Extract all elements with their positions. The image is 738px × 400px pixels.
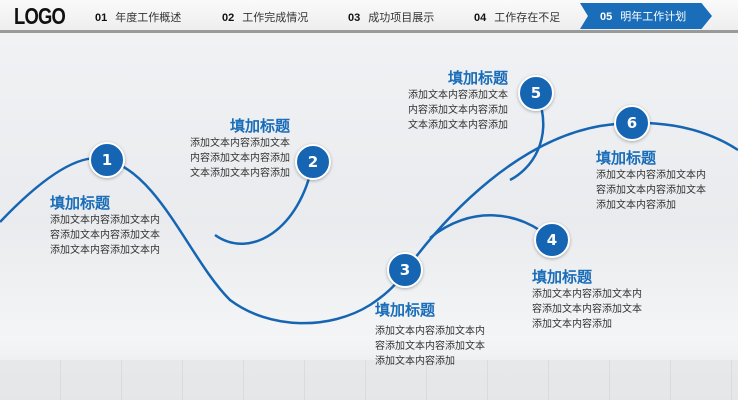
logo: LOGO — [14, 3, 66, 29]
step-node-5: 5 — [518, 75, 554, 111]
block-line: 添加文本内容添加 — [532, 319, 612, 330]
block-line: 文本添加文本内容添加 — [408, 120, 508, 131]
block-line: 容添加文本内容添加文本 — [375, 341, 485, 352]
block-line: 内容添加文本内容添加 — [408, 105, 508, 116]
block-line: 内容添加文本内容添加 — [190, 153, 290, 164]
block-line: 添加文本内容添加文本内 — [596, 170, 706, 181]
block-line: 添加文本内容添加文本内 — [375, 326, 485, 337]
block-title: 填加标题 — [50, 194, 111, 212]
block-line: 添加文本内容添加 — [375, 356, 455, 367]
floor — [0, 360, 738, 400]
block-title: 填加标题 — [229, 117, 290, 135]
text-block-4: 填加标题 添加文本内容添加文本内 容添加文本内容添加文本 添加文本内容添加 — [532, 267, 657, 332]
text-block-5: 填加标题 添加文本内容添加文本 内容添加文本内容添加 文本添加文本内容添加 — [396, 68, 508, 133]
block-line: 容添加文本内容添加文本 — [532, 304, 642, 315]
step-node-2: 2 — [295, 144, 331, 180]
block-line: 添加文本内容添加文本 — [408, 90, 508, 101]
block-line: 添加文本内容添加文本内 — [532, 289, 642, 300]
text-block-2: 填加标题 添加文本内容添加文本 内容添加文本内容添加 文本添加文本内容添加 — [178, 116, 290, 181]
block-line: 容添加文本内容添加文本 — [596, 185, 706, 196]
block-title: 填加标题 — [375, 301, 436, 319]
block-title: 填加标题 — [596, 149, 657, 167]
text-block-1: 填加标题 添加文本内容添加文本内 容添加文本内容添加文本 添加文本内容添加文本内 — [50, 193, 175, 258]
branch-2 — [214, 161, 315, 245]
block-title: 填加标题 — [447, 69, 508, 87]
block-title: 填加标题 — [532, 268, 593, 286]
step-node-4: 4 — [534, 222, 570, 258]
block-line: 添加文本内容添加 — [596, 200, 676, 211]
step-node-6: 6 — [614, 105, 650, 141]
block-line: 容添加文本内容添加文本 — [50, 230, 160, 241]
text-block-6: 填加标题 添加文本内容添加文本内 容添加文本内容添加文本 添加文本内容添加 — [596, 148, 721, 213]
block-line: 文本添加文本内容添加 — [190, 168, 290, 179]
step-node-3: 3 — [387, 252, 423, 288]
block-line: 添加文本内容添加文本内 — [50, 245, 160, 256]
block-line: 添加文本内容添加文本内 — [50, 215, 160, 226]
block-line: 添加文本内容添加文本 — [190, 138, 290, 149]
text-block-3: 填加标题 添加文本内容添加文本内 容添加文本内容添加文本 添加文本内容添加 — [375, 300, 500, 369]
step-node-1: 1 — [89, 142, 125, 178]
